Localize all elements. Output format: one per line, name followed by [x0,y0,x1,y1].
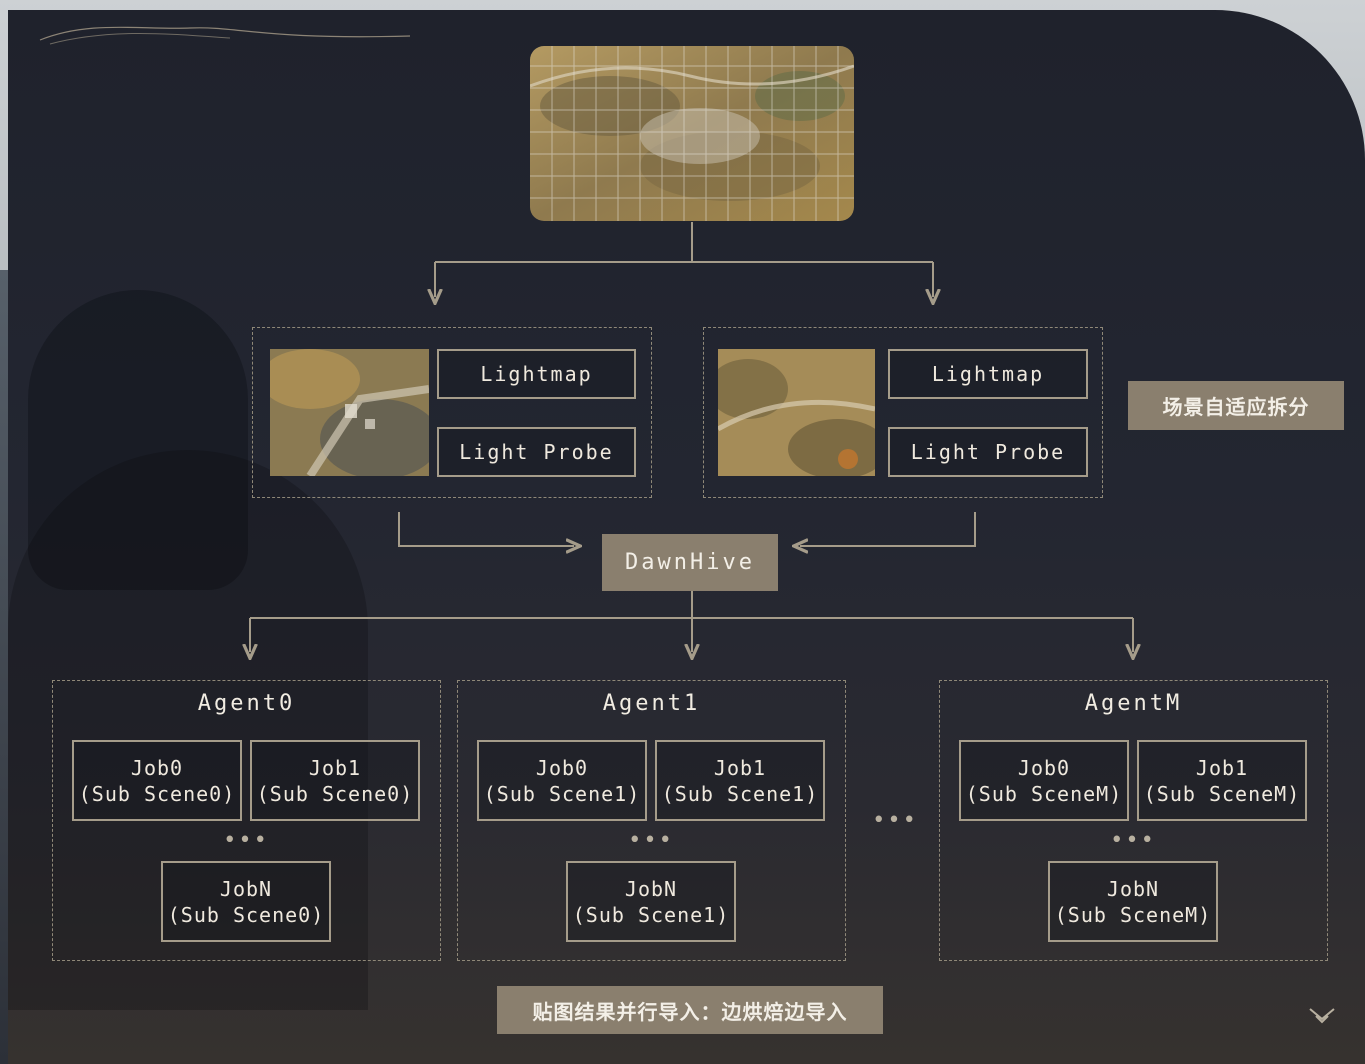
agent-group-m [939,680,1328,961]
background-head-silhouette [28,290,248,590]
agent0-job0-box: Job0 (Sub Scene0) [72,740,242,821]
job-scene: (Sub Scene0) [256,781,414,806]
job-name: Job0 [130,755,184,780]
agent1-ellipsis: ••• [628,828,674,853]
region-left-lightmap-box: Lightmap [437,349,636,399]
agentm-job1-box: Job1 (Sub SceneM) [1137,740,1307,821]
agent0-job1-box: Job1 (Sub Scene0) [250,740,420,821]
job-name: Job0 [1017,755,1071,780]
agent0-ellipsis: ••• [223,828,269,853]
region-left-image [270,349,429,476]
job-name: Job1 [308,755,362,780]
agentm-job0-box: Job0 (Sub SceneM) [959,740,1129,821]
agentm-jobn-box: JobN (Sub SceneM) [1048,861,1218,942]
job-scene: (Sub Scene1) [483,781,641,806]
diagram-panel [8,10,1365,1064]
scene-split-tag: 场景自适应拆分 [1128,381,1344,430]
job-name: Job1 [713,755,767,780]
agent0-jobn-box: JobN (Sub Scene0) [161,861,331,942]
agent1-jobn-box: JobN (Sub Scene1) [566,861,736,942]
job-scene: (Sub Scene0) [167,902,325,927]
scene-map-image [530,46,854,221]
job-name: JobN [624,876,678,901]
job-name: JobN [1106,876,1160,901]
dawnhive-label: DawnHive [625,550,755,575]
region-right-lightmap-label: Lightmap [931,362,1045,386]
job-scene: (Sub Scene0) [78,781,236,806]
job-scene: (Sub SceneM) [1054,902,1212,927]
scene-split-label: 场景自适应拆分 [1162,395,1310,419]
agent-title-0: Agent0 [197,691,296,716]
agents-ellipsis: ••• [872,808,918,833]
region-left-lightprobe-box: Light Probe [437,427,636,477]
agent-title-1: Agent1 [602,691,701,716]
job-scene: (Sub SceneM) [1143,781,1301,806]
job-scene: (Sub Scene1) [572,902,730,927]
double-chevron-down-icon[interactable] [1306,1004,1338,1028]
import-result-label: 贴图结果并行导入：边烘焙边导入 [532,999,848,1024]
import-result-tag: 贴图结果并行导入：边烘焙边导入 [497,986,883,1034]
region-group-right [703,327,1103,498]
agent1-job1-box: Job1 (Sub Scene1) [655,740,825,821]
job-name: Job0 [535,755,589,780]
agentm-ellipsis: ••• [1110,828,1156,853]
agent-group-1 [457,680,846,961]
job-scene: (Sub Scene1) [661,781,819,806]
region-left-lightmap-label: Lightmap [480,362,593,386]
job-name: Job1 [1195,755,1249,780]
agent1-job0-box: Job0 (Sub Scene1) [477,740,647,821]
region-group-left [252,327,652,498]
region-right-lightprobe-box: Light Probe [888,427,1088,477]
region-right-lightprobe-label: Light Probe [910,440,1066,464]
region-left-lightprobe-label: Light Probe [459,440,614,464]
region-right-lightmap-box: Lightmap [888,349,1088,399]
decorative-line [39,26,411,45]
background-body-silhouette [8,450,368,1010]
dawnhive-hub: DawnHive [602,534,778,591]
agent-title-m: AgentM [1084,691,1183,716]
job-name: JobN [219,876,273,901]
region-right-image [718,349,875,476]
agent-group-0 [52,680,441,961]
job-scene: (Sub SceneM) [965,781,1123,806]
